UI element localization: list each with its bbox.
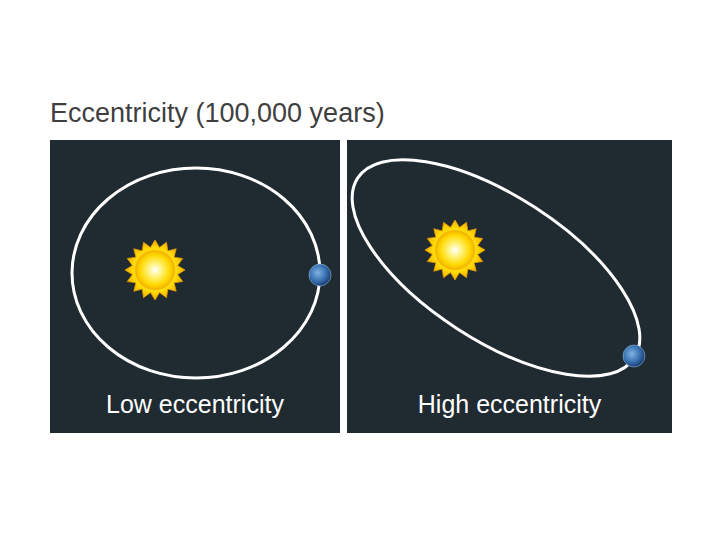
panel-ground: [50, 140, 340, 433]
earth-symbol: [309, 264, 331, 286]
earth-symbol: [623, 345, 645, 367]
sun-symbol: [125, 240, 185, 300]
sun-symbol: [425, 220, 485, 280]
panel-label: Low eccentricity: [106, 390, 284, 419]
panel-label: High eccentricity: [418, 390, 601, 419]
orbit-path: [318, 118, 673, 418]
orbit-path: [72, 168, 320, 378]
orbit-panel: High eccentricity: [347, 140, 672, 433]
panel-ground: [347, 140, 672, 433]
diagram-title: Eccentricity (100,000 years): [50, 98, 385, 129]
orbit-panel: Low eccentricity: [50, 140, 340, 433]
